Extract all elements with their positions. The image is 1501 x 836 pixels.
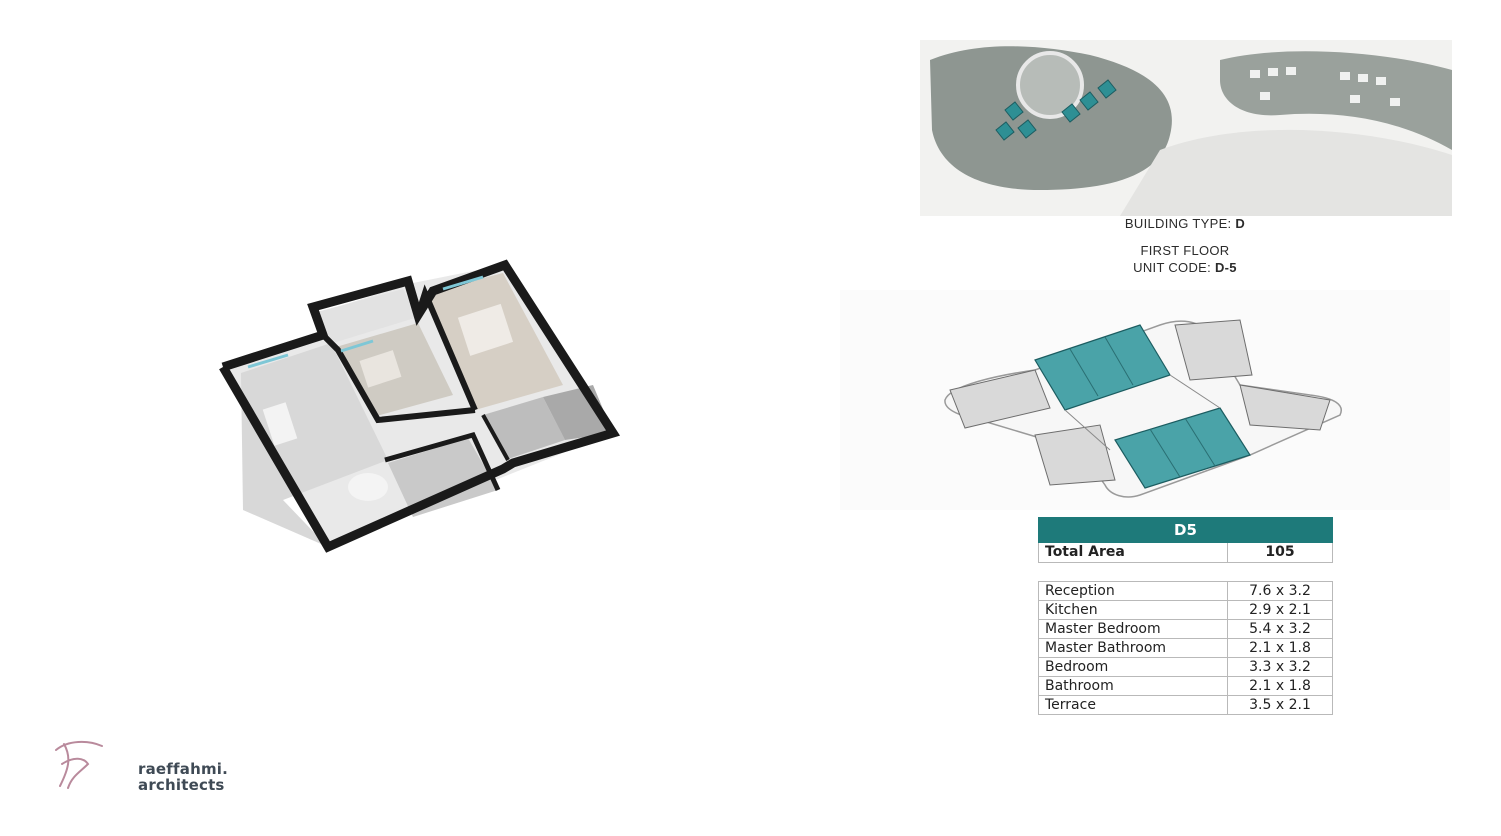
logo-name: raeffahmi. <box>138 760 229 778</box>
unit-code-line: UNIT CODE: D-5 <box>985 260 1385 275</box>
room-name: Reception <box>1038 581 1228 601</box>
floorplan-room <box>388 438 498 517</box>
total-area-row: Total Area 105 <box>1038 542 1333 563</box>
master-plan-house <box>1390 98 1400 106</box>
table-row: Reception 7.6 x 3.2 <box>1038 581 1333 601</box>
building-corridor <box>1064 409 1111 451</box>
building-type-value: D <box>1235 216 1246 231</box>
floorplan-interior-wall <box>415 284 478 412</box>
floorplan-sofa <box>262 402 298 446</box>
table-row: Master Bathroom 2.1 x 1.8 <box>1038 638 1333 658</box>
total-area-value: 105 <box>1227 542 1333 563</box>
floorplan-exterior-wall <box>219 259 621 553</box>
unit-divider <box>1104 336 1134 386</box>
room-dimensions-table: Reception 7.6 x 3.2 Kitchen 2.9 x 2.1 Ma… <box>1038 581 1333 715</box>
room-size: 5.4 x 3.2 <box>1227 619 1333 639</box>
master-plan-circle <box>1016 51 1084 119</box>
building-wing <box>1174 319 1253 381</box>
building-type-label: BUILDING TYPE: <box>1124 216 1232 231</box>
room-name: Terrace <box>1038 695 1228 715</box>
floorplan-bed <box>457 303 514 356</box>
room-name: Bathroom <box>1038 676 1228 696</box>
room-size: 3.3 x 3.2 <box>1227 657 1333 677</box>
table-row: Bedroom 3.3 x 3.2 <box>1038 657 1333 677</box>
building-wing <box>949 369 1051 429</box>
master-plan-building-d <box>1017 119 1037 139</box>
floorplan-room <box>241 343 388 547</box>
building-wing <box>1034 424 1116 486</box>
room-size: 2.1 x 1.8 <box>1227 638 1333 658</box>
unit-floorplan-image <box>219 259 621 553</box>
room-size: 2.1 x 1.8 <box>1227 676 1333 696</box>
table-row: Master Bedroom 5.4 x 3.2 <box>1038 619 1333 639</box>
building-wing <box>1239 384 1331 431</box>
master-plan-building-d <box>995 121 1015 141</box>
room-name: Bedroom <box>1038 657 1228 677</box>
floorplan-room <box>483 397 565 459</box>
room-name: Master Bathroom <box>1038 638 1228 658</box>
master-plan-building-d <box>1061 103 1081 123</box>
master-plan-house <box>1250 70 1260 78</box>
unit-divider <box>1149 428 1181 478</box>
unit-header-row: D5 <box>1038 517 1333 543</box>
unit-divider <box>1184 417 1216 467</box>
master-plan-house <box>1268 68 1278 76</box>
unit-divider <box>1069 348 1099 397</box>
master-plan-house <box>1340 72 1350 80</box>
master-plan-house <box>1376 77 1386 85</box>
unit-code-label: UNIT CODE: <box>1133 260 1212 275</box>
total-area-label: Total Area <box>1038 542 1228 563</box>
table-row: Kitchen 2.9 x 2.1 <box>1038 600 1333 620</box>
unit-name: D5 <box>1038 517 1333 543</box>
floorplan-interior-wall <box>481 414 510 461</box>
table-row: Bathroom 2.1 x 1.8 <box>1038 676 1333 696</box>
room-size: 2.9 x 2.1 <box>1227 600 1333 620</box>
master-plan-house <box>1260 92 1270 100</box>
master-plan-house <box>1358 74 1368 82</box>
building-floor-plan-image <box>840 290 1450 510</box>
building-type-line: BUILDING TYPE: D <box>985 216 1385 231</box>
floorplan-window <box>442 275 484 291</box>
master-plan-building-d <box>1097 79 1117 99</box>
signature-mark-icon <box>55 740 103 789</box>
floor-label: FIRST FLOOR <box>1140 243 1230 258</box>
raeffahmi-logo: raeffahmi. architects <box>50 736 228 798</box>
master-plan-house <box>1286 67 1296 75</box>
floorplan-window <box>340 339 374 353</box>
building-corridor <box>1169 374 1221 409</box>
unit-summary-table: D5 Total Area 105 <box>1038 517 1333 563</box>
room-name: Master Bedroom <box>1038 619 1228 639</box>
room-size: 7.6 x 3.2 <box>1227 581 1333 601</box>
unit-code-value: D-5 <box>1214 260 1237 275</box>
master-plan-house <box>1350 95 1360 103</box>
floor-line: FIRST FLOOR <box>985 243 1385 258</box>
floorplan-dining-table <box>348 473 388 501</box>
floorplan-interior-wall <box>320 332 476 424</box>
logo-subtitle: architects <box>138 776 225 794</box>
master-plan-building-d <box>1004 101 1024 121</box>
room-size: 3.5 x 2.1 <box>1227 695 1333 715</box>
room-name: Kitchen <box>1038 600 1228 620</box>
master-plan-building-d <box>1079 91 1099 111</box>
master-plan-road <box>1120 129 1452 216</box>
master-plan-image <box>920 40 1452 216</box>
table-row: Terrace 3.5 x 2.1 <box>1038 695 1333 715</box>
floorplan-bed <box>359 350 402 388</box>
floorplan-room <box>313 289 418 343</box>
floorplan-window <box>247 353 289 369</box>
floorplan-interior-wall <box>384 432 501 492</box>
